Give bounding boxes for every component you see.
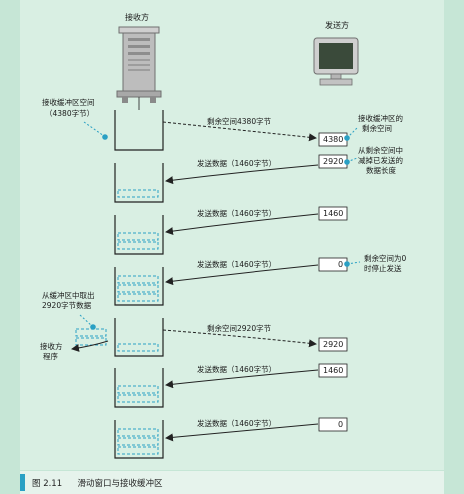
window-advert-arrow-1 <box>162 121 317 142</box>
buffer-2 <box>114 163 164 203</box>
buffer-7 <box>114 420 164 459</box>
data-arrow-3 <box>165 213 319 236</box>
window-box-5 <box>318 337 348 352</box>
window-value-5: 2920 <box>323 340 344 349</box>
callout-recv-buffer <box>83 121 108 140</box>
figure-number: 图 2.11 <box>32 479 63 489</box>
step-message-7: 发送数据（1460字节） <box>197 419 277 428</box>
recv-buffer-size-label: （4380字节） <box>45 109 95 118</box>
diagram-panel <box>20 0 444 470</box>
window-value-1: 4380 <box>323 135 344 144</box>
buffer-1 <box>114 110 164 151</box>
buffer-6 <box>114 368 164 408</box>
receiver-app-label-2: 程序 <box>43 352 58 361</box>
callout-remaining <box>344 127 358 141</box>
caption-bar <box>20 471 444 494</box>
buffer-3 <box>114 215 164 255</box>
remaining-label-1: 接收缓冲区的 <box>358 114 403 123</box>
callout-take-from-buffer <box>79 314 96 330</box>
take-from-buffer-label-1: 从缓冲区中取出 <box>42 291 95 300</box>
buffer-4 <box>114 267 164 306</box>
figure-caption: 图 2.11 滑动窗口与接收缓冲区 <box>32 477 163 489</box>
step-message-5: 剩余空间2920字节 <box>207 324 272 333</box>
callout-window-shrink <box>344 157 358 165</box>
window-advert-arrow-5 <box>162 329 317 348</box>
step-message-3: 发送数据（1460字节） <box>197 209 277 218</box>
recv-buffer-label: 接收缓冲区空间 <box>42 98 95 107</box>
window-box-7 <box>318 417 348 432</box>
window-shrink-label-2: 减掉已发送的 <box>358 156 403 165</box>
data-arrow-2 <box>165 164 319 185</box>
step-message-6: 发送数据（1460字节） <box>197 365 277 374</box>
window-value-7: 0 <box>338 420 344 429</box>
data-arrow-6 <box>165 369 319 389</box>
data-arrow-4 <box>165 264 319 286</box>
window-box-6 <box>318 363 348 378</box>
to-receiver-app-arrow <box>71 340 109 352</box>
caption-accent-mark <box>20 474 25 491</box>
receiver-app-label-1: 接收方 <box>40 342 63 351</box>
stop-send-label-1: 剩余空间为0 <box>364 254 407 263</box>
server-icon <box>116 26 162 110</box>
stop-send-label-2: 时停止发送 <box>364 264 402 273</box>
window-value-4: 0 <box>338 260 344 269</box>
computer-icon <box>313 37 359 86</box>
remaining-label-2: 剩余空间 <box>362 124 392 133</box>
sender-title: 发送方 <box>325 21 349 30</box>
figure-title: 滑动窗口与接收缓冲区 <box>77 479 163 489</box>
step-message-4: 发送数据（1460字节） <box>197 260 277 269</box>
window-value-2: 2920 <box>323 157 344 166</box>
window-shrink-label-1: 从剩余空间中 <box>358 146 403 155</box>
window-shrink-label-3: 数据长度 <box>366 166 396 175</box>
window-value-3: 1460 <box>323 209 344 218</box>
callout-stop-send <box>344 261 361 267</box>
data-arrow-7 <box>165 423 319 442</box>
window-value-6: 1460 <box>323 366 344 375</box>
receiver-title: 接收方 <box>125 13 149 22</box>
step-message-2: 发送数据（1460字节） <box>197 159 277 168</box>
window-box-3 <box>318 206 348 221</box>
take-from-buffer-label-2: 2920字节数据 <box>42 301 92 310</box>
step-message-1: 剩余空间4380字节 <box>207 117 272 126</box>
